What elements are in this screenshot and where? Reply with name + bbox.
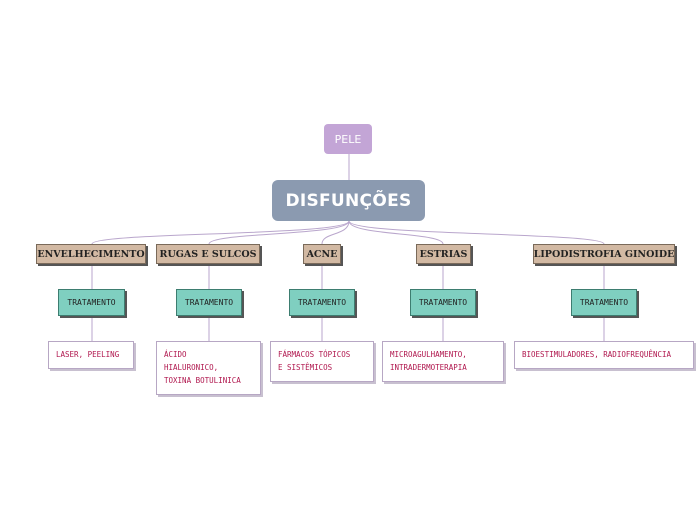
connector-main-estrias bbox=[348, 220, 444, 245]
detail-lipodistrofia-ginoide[interactable]: BIOESTIMULADORES, RADIOFREQUÊNCIA bbox=[514, 341, 694, 369]
detail-line: MICROAGULHAMENTO, bbox=[390, 350, 467, 359]
detail-acne[interactable]: FÁRMACOS TÓPICOS E SISTÊMICOS bbox=[270, 341, 374, 382]
detail-rugas-e-sulcos[interactable]: ÁCIDO HIALURONICO, TOXINA BOTULINICA bbox=[156, 341, 261, 395]
treatment-node-estrias[interactable]: TRATAMENTO bbox=[410, 289, 476, 316]
treatment-node-envelhecimento[interactable]: TRATAMENTO bbox=[58, 289, 125, 316]
detail-line: E SISTÊMICOS bbox=[278, 363, 333, 372]
category-envelhecimento[interactable]: ENVELHECIMENTO bbox=[36, 244, 146, 264]
category-rugas-e-sulcos[interactable]: RUGAS E SULCOS bbox=[156, 244, 260, 264]
main-topic-disfuncoes[interactable]: DISFUNÇÕES bbox=[272, 180, 425, 221]
connector-main-acne bbox=[321, 220, 350, 245]
connector-main-envelhecimento bbox=[91, 220, 350, 245]
root-node-pele[interactable]: PELE bbox=[324, 124, 372, 154]
treatment-node-rugas-e-sulcos[interactable]: TRATAMENTO bbox=[176, 289, 242, 316]
detail-line: HIALURONICO, bbox=[164, 363, 219, 372]
treatment-node-lipodistrofia-ginoide[interactable]: TRATAMENTO bbox=[571, 289, 637, 316]
detail-line: TOXINA BOTULINICA bbox=[164, 376, 241, 385]
detail-envelhecimento[interactable]: LASER, PEELING bbox=[48, 341, 134, 369]
category-estrias[interactable]: ESTRIAS bbox=[416, 244, 471, 264]
detail-line: ÁCIDO bbox=[164, 350, 187, 359]
detail-line: INTRADERMOTERAPIA bbox=[390, 363, 467, 372]
detail-line: BIOESTIMULADORES, RADIOFREQUÊNCIA bbox=[522, 350, 672, 359]
category-acne[interactable]: ACNE bbox=[303, 244, 341, 264]
connector-main-rugas bbox=[208, 220, 350, 245]
connector-main-lipodistrofia bbox=[348, 220, 605, 245]
category-lipodistrofia-ginoide[interactable]: LIPODISTROFIA GINOIDE bbox=[533, 244, 675, 264]
detail-line: FÁRMACOS TÓPICOS bbox=[278, 350, 351, 359]
treatment-node-acne[interactable]: TRATAMENTO bbox=[289, 289, 355, 316]
detail-line: LASER, PEELING bbox=[56, 350, 120, 359]
detail-estrias[interactable]: MICROAGULHAMENTO, INTRADERMOTERAPIA bbox=[382, 341, 504, 382]
